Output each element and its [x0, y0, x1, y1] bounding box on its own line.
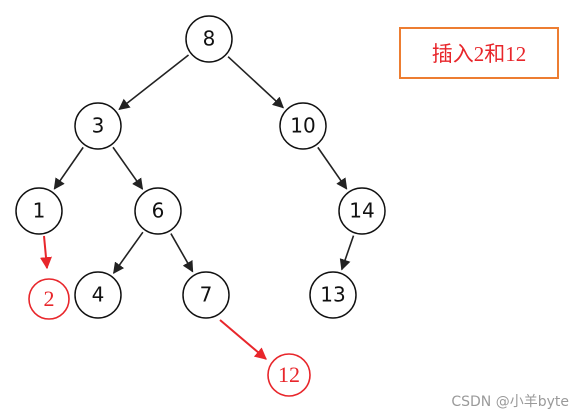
- inserted-node-label: 2: [44, 286, 55, 311]
- inserted-nodes: 2 12: [28, 278, 311, 397]
- node-circle: [309, 271, 357, 319]
- node-circle: [279, 102, 327, 150]
- node-circle: [134, 187, 182, 235]
- inserted-node-label: 12: [278, 362, 300, 387]
- tree-node-14: 14: [338, 187, 386, 235]
- csdn-watermark: CSDN @小羊byte: [451, 394, 569, 410]
- tree-node-10: 10: [279, 102, 327, 150]
- tree-edges: [53, 54, 355, 274]
- tree-node-1: 1: [15, 187, 63, 235]
- node-circle: [182, 271, 230, 319]
- node-circle: [74, 102, 122, 150]
- insert-note-text: 插入2和12: [431, 42, 527, 66]
- edge-n8-n3: [118, 54, 190, 111]
- node-label: 1: [33, 199, 46, 223]
- edge-n8-n10: [227, 56, 285, 109]
- tree-node-8: 8: [185, 15, 233, 63]
- insert-note-box: 插入2和12: [399, 27, 559, 79]
- inserted-node-2: 2: [28, 278, 70, 320]
- node-circle: [15, 187, 63, 235]
- edge-n6-n4: [113, 231, 144, 274]
- node-label: 13: [320, 283, 345, 307]
- node-label: 6: [152, 199, 165, 223]
- edge-n10-n14: [317, 146, 348, 190]
- tree-nodes: 8 3 10 1 6 14 4 7 13: [15, 15, 386, 319]
- node-circle: [74, 271, 122, 319]
- node-label: 8: [203, 27, 216, 51]
- node-label: 4: [92, 283, 105, 307]
- tree-node-6: 6: [134, 187, 182, 235]
- node-circle: [185, 15, 233, 63]
- tree-node-4: 4: [74, 271, 122, 319]
- edge-n6-n7: [170, 233, 194, 273]
- node-label: 10: [290, 114, 315, 138]
- inserted-node-circle: [28, 278, 70, 320]
- edge-n14-n13: [339, 235, 355, 271]
- inserted-edges: [40, 235, 267, 360]
- tree-node-7: 7: [182, 271, 230, 319]
- node-label: 14: [349, 199, 374, 223]
- insert-arrow-2: [40, 235, 52, 270]
- node-label: 3: [92, 114, 105, 138]
- edge-n3-n6: [112, 146, 144, 190]
- tree-node-3: 3: [74, 102, 122, 150]
- inserted-node-12: 12: [267, 353, 311, 397]
- edge-n3-n1: [53, 146, 84, 190]
- tree-node-13: 13: [309, 271, 357, 319]
- insert-arrow-12: [219, 319, 267, 360]
- node-label: 7: [200, 283, 213, 307]
- inserted-node-circle: [267, 353, 311, 397]
- node-circle: [338, 187, 386, 235]
